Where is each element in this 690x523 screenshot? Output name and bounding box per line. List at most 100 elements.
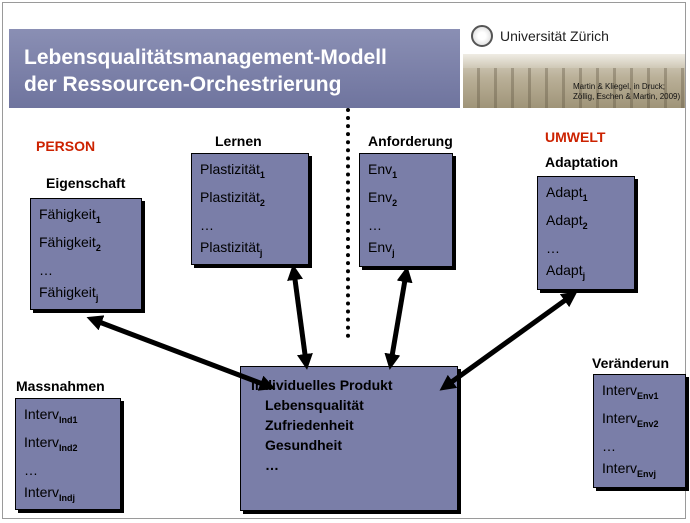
box-row-subscript: Indj	[59, 492, 76, 503]
box-row-text: Interv	[24, 483, 60, 500]
box-row: …	[200, 214, 300, 236]
box-row-text: Plastizität	[200, 238, 260, 255]
box-row: IntervEnvj	[602, 457, 677, 485]
box-row: Adaptj	[546, 259, 626, 287]
arrow-lernen-produkt	[287, 264, 313, 370]
box-row: Plastizitätj	[200, 236, 300, 264]
box-row-subscript: j	[259, 247, 263, 258]
citation: Martin & Kliegel, in Druck; Zöllig, Esch…	[573, 82, 681, 101]
box-row-subscript: 1	[392, 169, 398, 180]
box-row-subscript: 2	[392, 197, 398, 208]
header-photo	[463, 54, 685, 108]
box-row-text: Interv	[24, 406, 60, 422]
result-item: Lebensqualität	[265, 397, 364, 413]
label-eigenschaft: Eigenschaft	[46, 175, 126, 191]
box-row-subscript: 1	[582, 192, 588, 203]
box-row-text: Adapt	[546, 184, 583, 200]
box-row: IntervIndj	[24, 481, 112, 509]
box-row-text: Fähigkeit	[39, 283, 96, 300]
arrow-anforderung-produkt	[384, 266, 413, 370]
box-row-text: …	[24, 461, 38, 478]
slide-frame	[2, 2, 686, 519]
box-individuelles-produkt: Individuelles Produkt Lebensqualität Zuf…	[240, 366, 458, 511]
box-row-text: Env	[368, 188, 393, 205]
arrow-adaptation-produkt	[439, 291, 578, 391]
title-line-1: Lebensqualitätsmanagement-Modell	[24, 46, 387, 69]
result-item: Gesundheit	[265, 437, 343, 453]
label-anforderung: Anforderung	[368, 133, 453, 149]
box-row-subscript: 1	[259, 169, 265, 180]
result-item: Zufriedenheit	[265, 417, 354, 433]
box-row: Adapt1	[546, 181, 626, 209]
box-row-text: …	[546, 239, 560, 256]
box-row-text: Adapt	[546, 261, 583, 278]
label-adaptation: Adaptation	[545, 154, 619, 170]
box-row-text: …	[39, 261, 53, 278]
box-row-text: Env	[368, 161, 393, 177]
label-lernen: Lernen	[215, 133, 262, 149]
box-row-subscript: Ind1	[59, 414, 78, 425]
box-row-subscript: Env2	[637, 418, 659, 429]
box-row: Envj	[368, 236, 444, 264]
box-row-text: …	[602, 437, 616, 454]
label-massnahmen: Massnahmen	[16, 378, 105, 394]
box-row-text: Plastizität	[200, 161, 260, 177]
box-row-text: Fähigkeit	[39, 233, 96, 250]
university-logo-text: Universität Zürich	[500, 28, 609, 44]
box-row: Plastizität2	[200, 186, 300, 214]
arrow-eigenschaft-produkt	[86, 315, 276, 391]
box-row: Fähigkeitj	[39, 281, 133, 309]
photo-roof	[463, 54, 685, 68]
box-row-subscript: j	[582, 270, 586, 281]
box-row: Fähigkeit2	[39, 231, 133, 259]
box-row: …	[602, 435, 677, 457]
label-veraenderung: Veränderun	[592, 355, 670, 371]
title-line-2: der Ressourcen-Orchestrierung	[24, 73, 342, 96]
box-row-text: Env	[368, 238, 393, 255]
box-row: …	[24, 459, 112, 481]
box-row-subscript: j	[95, 292, 99, 303]
box-row-text: Plastizität	[200, 188, 260, 205]
box-row: Env2	[368, 186, 444, 214]
box-row: …	[368, 214, 444, 236]
box-row: Adapt2	[546, 209, 626, 237]
box-row-subscript: j	[392, 247, 395, 258]
box-row: IntervEnv1	[602, 379, 677, 407]
title-band	[9, 29, 460, 108]
box-row-subscript: 2	[582, 220, 588, 231]
box-row: Plastizität1	[200, 158, 300, 186]
box-row: IntervInd1	[24, 403, 112, 431]
box-row-text: Interv	[602, 409, 638, 426]
box-row-subscript: 2	[95, 242, 101, 253]
box-row: …	[39, 259, 133, 281]
person-environment-divider	[346, 108, 350, 338]
box-row-subscript: Envj	[637, 468, 657, 479]
box-row: …	[546, 237, 626, 259]
box-row: IntervInd2	[24, 431, 112, 459]
result-item: …	[265, 457, 279, 473]
university-seal-icon	[471, 25, 493, 47]
label-person: PERSON	[36, 138, 96, 154]
box-row: Fähigkeit1	[39, 203, 133, 231]
box-row-text: …	[200, 216, 214, 233]
box-row-text: Adapt	[546, 211, 583, 228]
box-row-subscript: Ind2	[59, 442, 78, 453]
box-row-subscript: 2	[259, 197, 265, 208]
box-row: IntervEnv2	[602, 407, 677, 435]
slide-title: Lebensqualitätsmanagement-Modell der Res…	[24, 44, 454, 98]
result-heading: Individuelles Produkt	[251, 377, 393, 393]
box-row-subscript: 1	[95, 214, 101, 225]
box-row-text: Fähigkeit	[39, 206, 96, 222]
box-row: Env1	[368, 158, 444, 186]
box-row-text: Interv	[24, 433, 60, 450]
box-row-text: Interv	[602, 382, 638, 398]
label-umwelt: UMWELT	[545, 129, 606, 145]
box-row-text: …	[368, 216, 382, 233]
